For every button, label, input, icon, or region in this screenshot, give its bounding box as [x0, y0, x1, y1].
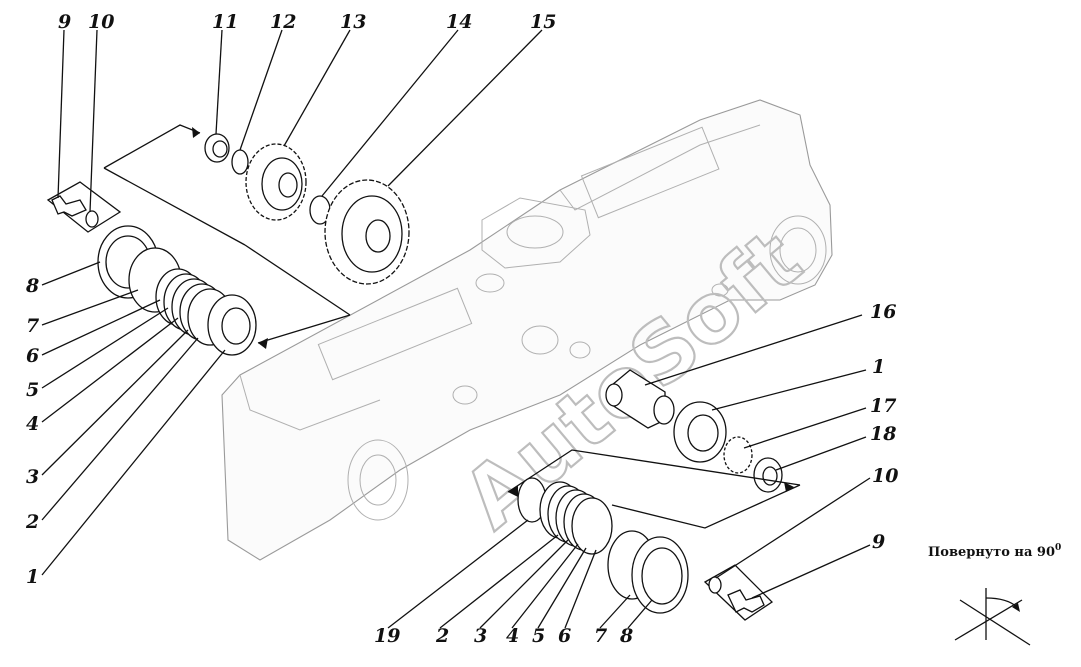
callout-12: 12 [270, 11, 296, 33]
callout-11: 11 [212, 11, 238, 33]
callout-7-bottom: 7 [594, 625, 607, 647]
snap-ring-12 [231, 149, 249, 175]
lower-right-assembly [507, 369, 801, 621]
gear-15 [324, 179, 410, 285]
bearing-1-left [207, 294, 257, 356]
bolt-9-right [727, 589, 765, 613]
lock-washer-17 [723, 436, 753, 474]
arrow-icon [508, 486, 518, 497]
ring-stack-right [539, 481, 613, 555]
callout-13: 13 [340, 11, 366, 33]
callout-14: 14 [446, 11, 472, 33]
callout-6: 6 [26, 345, 39, 367]
bearing-1-right [673, 401, 727, 463]
callout-1-right: 1 [872, 356, 885, 378]
callout-17: 17 [870, 395, 896, 417]
callout-15: 15 [530, 11, 556, 33]
shaft-16 [605, 369, 675, 429]
callout-6-bottom: 6 [558, 625, 571, 647]
bolt-9 [51, 195, 87, 217]
washer-10 [85, 210, 99, 228]
callout-10: 10 [88, 11, 114, 33]
callout-labels: 9 10 11 12 13 14 15 8 7 6 5 4 3 2 1 16 1… [25, 11, 898, 647]
bearing-11 [204, 133, 230, 163]
callout-18: 18 [870, 423, 896, 445]
callout-1: 1 [26, 566, 39, 588]
callout-16: 16 [870, 301, 896, 323]
callout-4-bottom: 4 [506, 625, 519, 647]
rotation-axes-icon [954, 588, 1031, 646]
callout-2-bottom: 2 [435, 625, 449, 647]
callout-4: 4 [26, 413, 39, 435]
cover-8-right [631, 536, 689, 614]
arrow-icon [192, 127, 200, 138]
callout-10-right: 10 [872, 465, 898, 487]
callout-19: 19 [374, 625, 400, 647]
callout-5-bottom: 5 [532, 625, 545, 647]
callout-8-bottom: 8 [619, 625, 633, 647]
arrow-icon [784, 482, 794, 492]
leader-lines [41, 29, 871, 629]
callout-9-right: 9 [872, 531, 885, 553]
arrow-icon [258, 338, 268, 349]
callout-2: 2 [25, 511, 39, 533]
housing [221, 99, 833, 561]
rotation-note: Повернуто на 900 [928, 543, 1061, 646]
callout-7: 7 [26, 315, 39, 337]
nut-18 [753, 457, 783, 493]
callout-5: 5 [26, 379, 39, 401]
gear-13 [245, 143, 307, 221]
callout-3: 3 [26, 466, 39, 488]
callout-9: 9 [58, 11, 71, 33]
callout-3-bottom: 3 [474, 625, 487, 647]
callout-8: 8 [25, 275, 39, 297]
rotation-note-text: Повернуто на 900 [928, 543, 1061, 560]
washer-10-right [708, 576, 722, 594]
upper-left-assembly [46, 124, 410, 356]
